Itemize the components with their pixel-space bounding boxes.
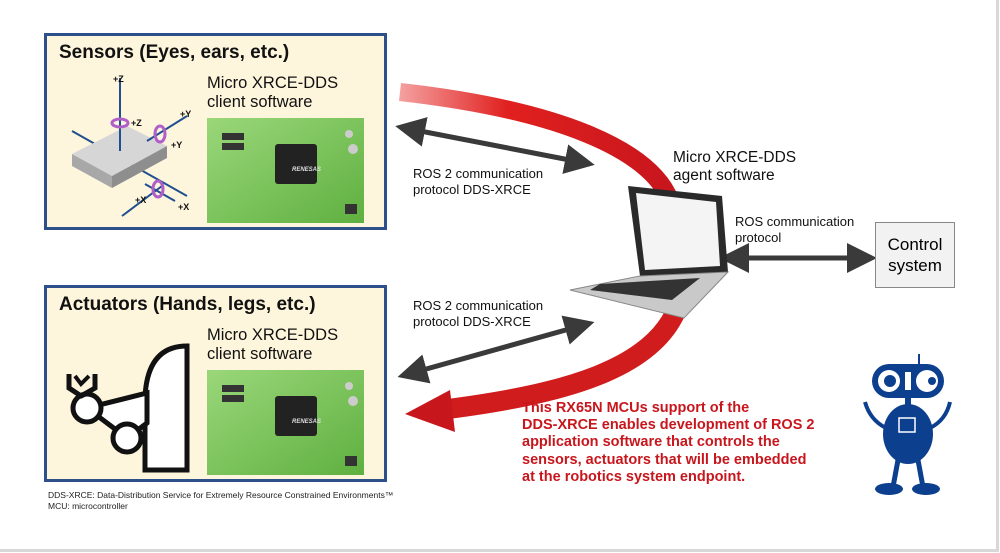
lower-comm-arrow xyxy=(397,315,595,384)
client-line-1: Micro XRCE-DDS xyxy=(207,74,339,92)
control-system-box: Control system xyxy=(875,222,955,288)
message-line: at the robotics system endpoint. xyxy=(522,468,746,485)
label-line: protocol DDS-XRCE xyxy=(413,314,531,329)
message-line: sensors, actuators that will be embedded xyxy=(522,451,807,468)
pcb-board-icon xyxy=(207,118,364,223)
ros-comm-label: ROS communication protocol xyxy=(735,214,854,246)
message-line: application software that controls the xyxy=(522,434,780,451)
axis-label: +Y xyxy=(171,140,183,150)
upper-comm-arrow xyxy=(395,117,595,174)
message-line: DDS-XRCE enables development of ROS 2 xyxy=(522,417,815,434)
sensors-client-label: Micro XRCE-DDS client software xyxy=(207,74,338,112)
label-line: Micro XRCE-DDS xyxy=(673,149,797,166)
footnote: DDS-XRCE: Data-Distribution Service for … xyxy=(48,490,394,500)
agent-software-label: Micro XRCE-DDS agent software xyxy=(673,149,796,185)
label-line: ROS 2 communication xyxy=(413,166,544,181)
sensors-box: Sensors (Eyes, ears, etc.) Micro XRCE-DD… xyxy=(44,33,387,230)
red-flow-lower xyxy=(438,296,690,420)
label-line: protocol xyxy=(735,230,782,245)
label-line: Control xyxy=(887,235,943,254)
axis-label: +X xyxy=(178,202,190,212)
client-line-2: client software xyxy=(207,345,313,363)
actuators-box: Actuators (Hands, legs, etc.) Micro XRCE… xyxy=(44,285,387,482)
footnotes: DDS-XRCE: Data-Distribution Service for … xyxy=(48,490,393,512)
pcb-board-icon xyxy=(207,370,364,475)
red-arrow-head xyxy=(405,390,455,432)
client-line-2: client software xyxy=(207,93,313,111)
robot-arm-icon xyxy=(66,343,364,475)
imu-sensor-icon xyxy=(71,78,364,223)
label-line: system xyxy=(888,256,942,275)
label-line: agent software xyxy=(673,167,775,184)
actuators-title: Actuators (Hands, legs, etc.) xyxy=(59,294,316,315)
robot-mascot-icon xyxy=(863,354,952,495)
sensors-title: Sensors (Eyes, ears, etc.) xyxy=(59,42,290,63)
laptop-icon xyxy=(569,186,730,319)
message-line: This RX65N MCUs support of the xyxy=(522,400,750,416)
axis-label: +Z xyxy=(131,118,142,128)
label-line: ROS 2 communication xyxy=(413,298,544,313)
red-message: This RX65N MCUs support of the DDS-XRCE … xyxy=(522,400,814,486)
lower-comm-label: ROS 2 communication protocol DDS-XRCE xyxy=(413,298,543,330)
axis-label: +X xyxy=(135,195,147,205)
chip-brand: RENESAS xyxy=(292,167,322,173)
label-line: ROS communication xyxy=(735,214,855,229)
actuators-client-label: Micro XRCE-DDS client software xyxy=(207,326,338,364)
client-line-1: Micro XRCE-DDS xyxy=(207,326,339,344)
footnote: MCU: microcontroller xyxy=(48,501,128,511)
label-line: protocol DDS-XRCE xyxy=(413,182,531,197)
chip-brand: RENESAS xyxy=(292,419,322,425)
axis-label: +Y xyxy=(180,109,192,119)
axis-label: +Z xyxy=(113,74,124,84)
upper-comm-label: ROS 2 communication protocol DDS-XRCE xyxy=(413,166,543,198)
